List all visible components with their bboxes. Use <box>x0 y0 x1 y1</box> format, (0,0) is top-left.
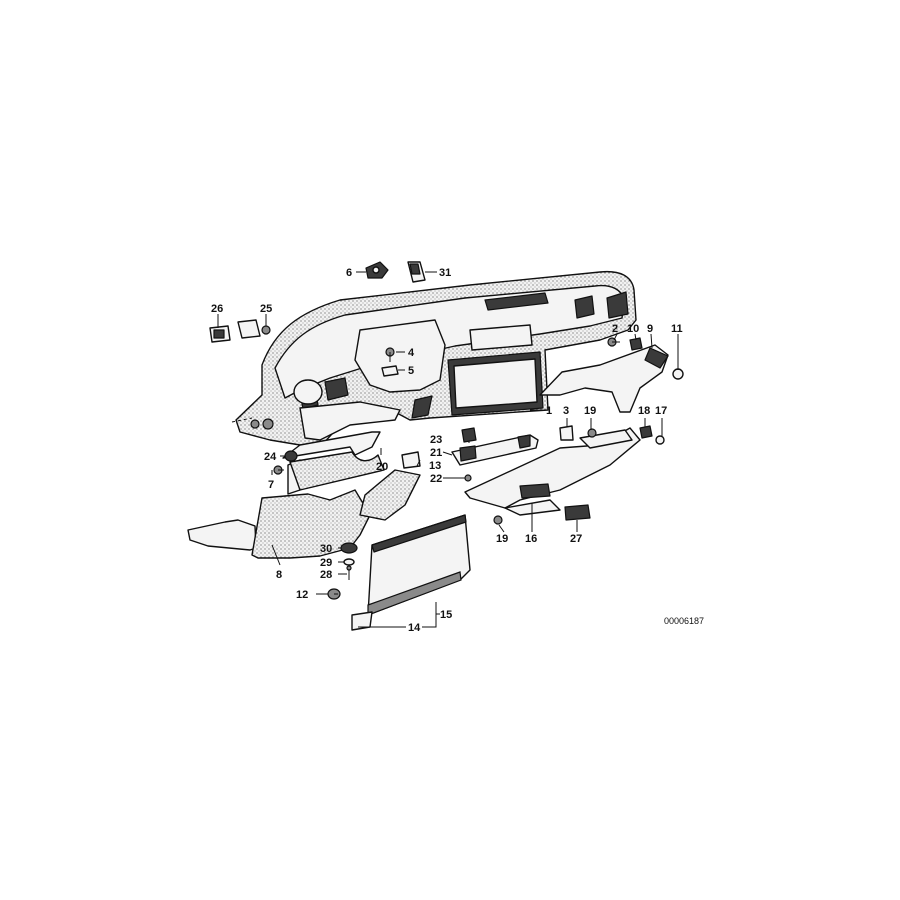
lower-tray <box>464 427 641 516</box>
clip-part-3 <box>559 425 574 441</box>
pad-part-27 <box>564 504 591 521</box>
callout-25: 25 <box>260 303 272 315</box>
callout-3: 3 <box>563 405 569 417</box>
clip-part-10 <box>629 337 643 351</box>
clip-part-6 <box>365 261 389 279</box>
plug-part-11 <box>672 368 684 380</box>
callout-9: 9 <box>647 323 653 335</box>
callout-31: 31 <box>439 267 451 279</box>
bolt-part-12 <box>327 588 341 600</box>
callout-28: 28 <box>320 569 332 581</box>
knee-bolster-panel <box>187 469 421 559</box>
callout-10: 10 <box>627 323 639 335</box>
screw-part-2 <box>607 337 620 347</box>
callout-8: 8 <box>276 569 282 581</box>
switch-bar <box>451 434 539 466</box>
callout-6: 6 <box>346 267 352 279</box>
screw-part-22 <box>464 474 472 482</box>
callout-29: 29 <box>320 557 332 569</box>
callout-24: 24 <box>264 451 277 463</box>
callout-22: 22 <box>430 473 442 485</box>
clip-part-23 <box>461 427 477 443</box>
callout-5: 5 <box>408 365 414 377</box>
callout-26: 26 <box>211 303 223 315</box>
callout-1: 1 <box>546 405 552 417</box>
bracket-part-26 <box>209 325 231 343</box>
diagram-reference-number: 00006187 <box>664 616 704 626</box>
callout-17: 17 <box>655 405 667 417</box>
dashboard-panel <box>235 270 637 446</box>
callout-23: 23 <box>430 434 442 446</box>
plug-part-17 <box>655 435 665 445</box>
callout-20: 20 <box>376 461 388 473</box>
glovebox-lid <box>351 514 471 631</box>
bumper-part-30 <box>340 542 358 554</box>
screw-part-4 <box>385 347 395 362</box>
callout-7: 7 <box>268 479 274 491</box>
callout-21: 21 <box>430 447 442 459</box>
callout-11: 11 <box>671 323 683 335</box>
nut-part-5 <box>381 365 399 377</box>
callout-4: 4 <box>408 347 415 359</box>
screw-part-7 <box>273 465 284 475</box>
bracket-part-13 <box>401 451 421 469</box>
callout-2: 2 <box>612 323 618 335</box>
clip-part-18 <box>639 425 653 439</box>
callout-12: 12 <box>296 589 308 601</box>
screw-part-19-bottom <box>493 515 503 525</box>
callout-19-top: 19 <box>584 405 596 417</box>
callout-19-bottom: 19 <box>496 533 508 545</box>
callout-30: 30 <box>320 543 332 555</box>
screw-part-28 <box>346 565 352 580</box>
lower-trim-panel-body <box>289 451 385 491</box>
washer-part-29 <box>343 558 355 566</box>
callout-16: 16 <box>525 533 537 545</box>
bracket-part-31 <box>407 261 426 283</box>
callout-27: 27 <box>570 533 582 545</box>
callout-14: 14 <box>408 622 421 634</box>
screw-part-19-top <box>587 428 597 438</box>
callout-labels: 6 31 26 25 4 5 1 2 10 9 11 3 19 18 17 23… <box>211 267 683 634</box>
callout-13: 13 <box>429 460 441 472</box>
spacer-part-24 <box>284 450 298 462</box>
leader-lines <box>217 271 679 628</box>
callout-15: 15 <box>440 609 452 621</box>
clip-part-25 <box>237 319 271 339</box>
right-side-cover <box>539 344 669 413</box>
callout-18: 18 <box>638 405 650 417</box>
